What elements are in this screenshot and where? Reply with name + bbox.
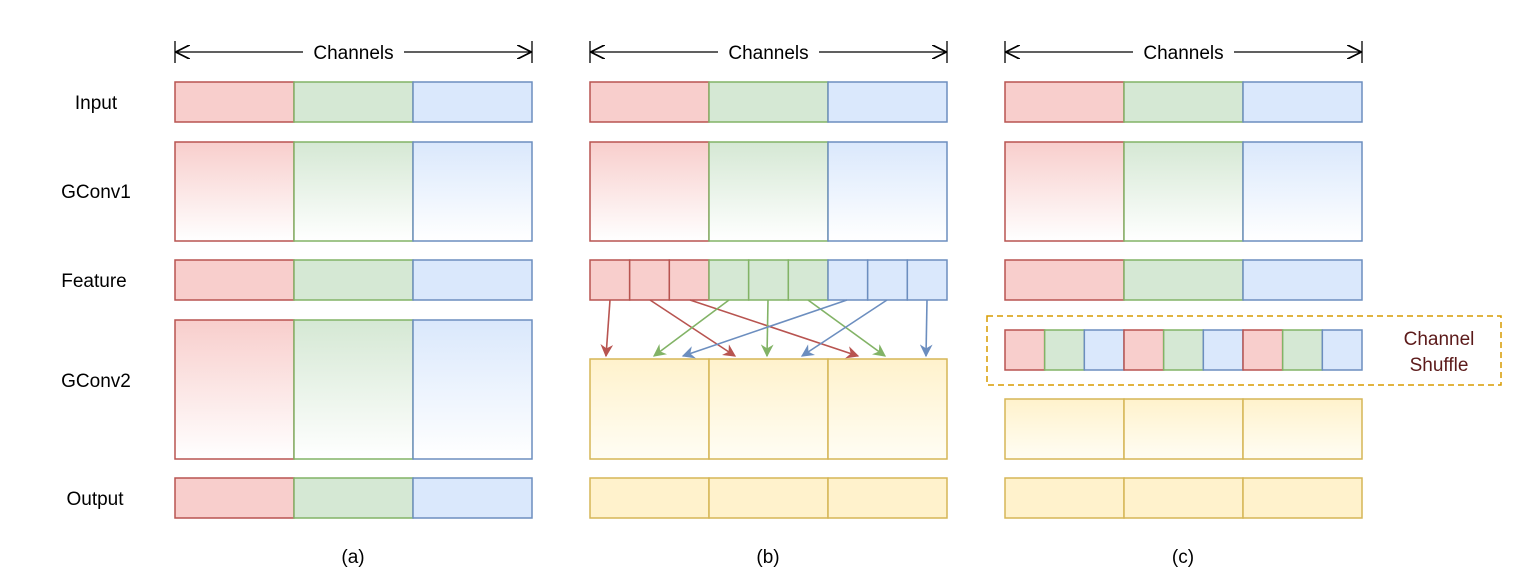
input-group-2-green — [1123, 81, 1244, 123]
row-label-output: Output — [66, 489, 124, 510]
gconv2-group-3-yellow — [1242, 398, 1363, 460]
gconv2-group-1-yellow — [1004, 398, 1125, 460]
input-group-2-green — [708, 81, 829, 123]
feature-channel-1-red — [589, 259, 631, 301]
channels-axis-label: Channels — [1143, 43, 1223, 64]
gconv1-group-1-red — [1004, 141, 1125, 242]
shuffle-arrow-5 — [760, 299, 774, 358]
feature-channel-2-red — [628, 259, 671, 301]
shuffled-feature-channel-7-red — [1242, 329, 1284, 371]
output-group-2-yellow — [708, 477, 829, 519]
input-group-2-green — [293, 81, 414, 123]
gconv2-group-3-yellow — [827, 358, 948, 460]
feature-group-2-green — [293, 259, 414, 301]
input-group-1-red — [1004, 81, 1125, 123]
shuffled-feature-channel-2-green — [1043, 329, 1086, 371]
channel-shuffle-label-line1: Channel — [1404, 329, 1475, 350]
output-group-1-yellow — [1004, 477, 1125, 519]
gconv2-group-2-green — [293, 319, 414, 460]
output-group-3-yellow — [1242, 477, 1363, 519]
input-group-1-red — [589, 81, 710, 123]
channel-shuffle-label-line2: Shuffle — [1410, 355, 1469, 376]
shuffled-feature-channel-3-blue — [1083, 329, 1125, 371]
caption-b: (b) — [756, 547, 779, 568]
shuffle-arrow-3 — [689, 299, 860, 359]
feature-channel-6-green — [787, 259, 829, 301]
shuffled-feature-channel-6-blue — [1202, 329, 1244, 371]
gconv1-group-1-red — [174, 141, 295, 242]
feature-channel-7-blue — [827, 259, 869, 301]
panel-b: Channels — [589, 41, 948, 519]
feature-channel-9-blue — [906, 259, 948, 301]
shuffled-feature-channel-5-green — [1162, 329, 1205, 371]
channel-shuffle-box — [986, 315, 1502, 386]
output-group-1-red — [174, 477, 295, 519]
feature-group-1-red — [174, 259, 295, 301]
row-label-input: Input — [75, 93, 118, 114]
input-group-3-blue — [1242, 81, 1363, 123]
shuffle-arrow-9 — [919, 299, 933, 358]
gconv1-group-1-red — [589, 141, 710, 242]
panel-c: Channels — [1004, 41, 1363, 519]
shuffled-feature-channel-9-blue — [1321, 329, 1363, 371]
gconv1-group-2-green — [708, 141, 829, 242]
channels-axis-label: Channels — [728, 43, 808, 64]
output-group-3-blue — [412, 477, 533, 519]
feature-channel-3-red — [668, 259, 710, 301]
row-label-gconv2: GConv2 — [61, 371, 131, 392]
gconv2-group-1-yellow — [589, 358, 710, 460]
shuffled-feature-channel-1-red — [1004, 329, 1046, 371]
shuffled-feature-channel-4-red — [1123, 329, 1165, 371]
shuffle-arrow-1 — [600, 299, 614, 358]
gconv2-group-1-red — [174, 319, 295, 460]
row-label-gconv1: GConv1 — [61, 182, 131, 203]
feature-group-3-blue — [412, 259, 533, 301]
gconv2-group-2-yellow — [1123, 398, 1244, 460]
gconv2-group-3-blue — [412, 319, 533, 460]
row-label-feature: Feature — [61, 271, 126, 292]
shuffled-feature-channel-8-green — [1281, 329, 1324, 371]
feature-channel-8-blue — [866, 259, 909, 301]
shuffle-arrow-8 — [800, 299, 888, 357]
panel-a: Channels — [174, 41, 533, 519]
output-group-2-green — [293, 477, 414, 519]
channels-axis-label: Channels — [313, 43, 393, 64]
gconv2-group-2-yellow — [708, 358, 829, 460]
input-group-3-blue — [827, 81, 948, 123]
caption-a: (a) — [341, 547, 364, 568]
feature-group-2-green — [1123, 259, 1244, 301]
feature-group-1-red — [1004, 259, 1125, 301]
feature-channel-4-green — [708, 259, 750, 301]
feature-to-gconv2-arrows — [600, 299, 933, 359]
output-group-3-yellow — [827, 477, 948, 519]
gconv1-group-2-green — [293, 141, 414, 242]
gconv1-group-3-blue — [827, 141, 948, 242]
caption-c: (c) — [1172, 547, 1194, 568]
shuffle-arrow-7 — [681, 299, 848, 359]
feature-channel-5-green — [747, 259, 790, 301]
shuffle-arrow-4 — [652, 299, 730, 357]
gconv1-group-3-blue — [412, 141, 533, 242]
feature-group-3-blue — [1242, 259, 1363, 301]
gconv1-group-2-green — [1123, 141, 1244, 242]
gconv1-group-3-blue — [1242, 141, 1363, 242]
input-group-1-red — [174, 81, 295, 123]
output-group-1-yellow — [589, 477, 710, 519]
output-group-2-yellow — [1123, 477, 1244, 519]
input-group-3-blue — [412, 81, 533, 123]
